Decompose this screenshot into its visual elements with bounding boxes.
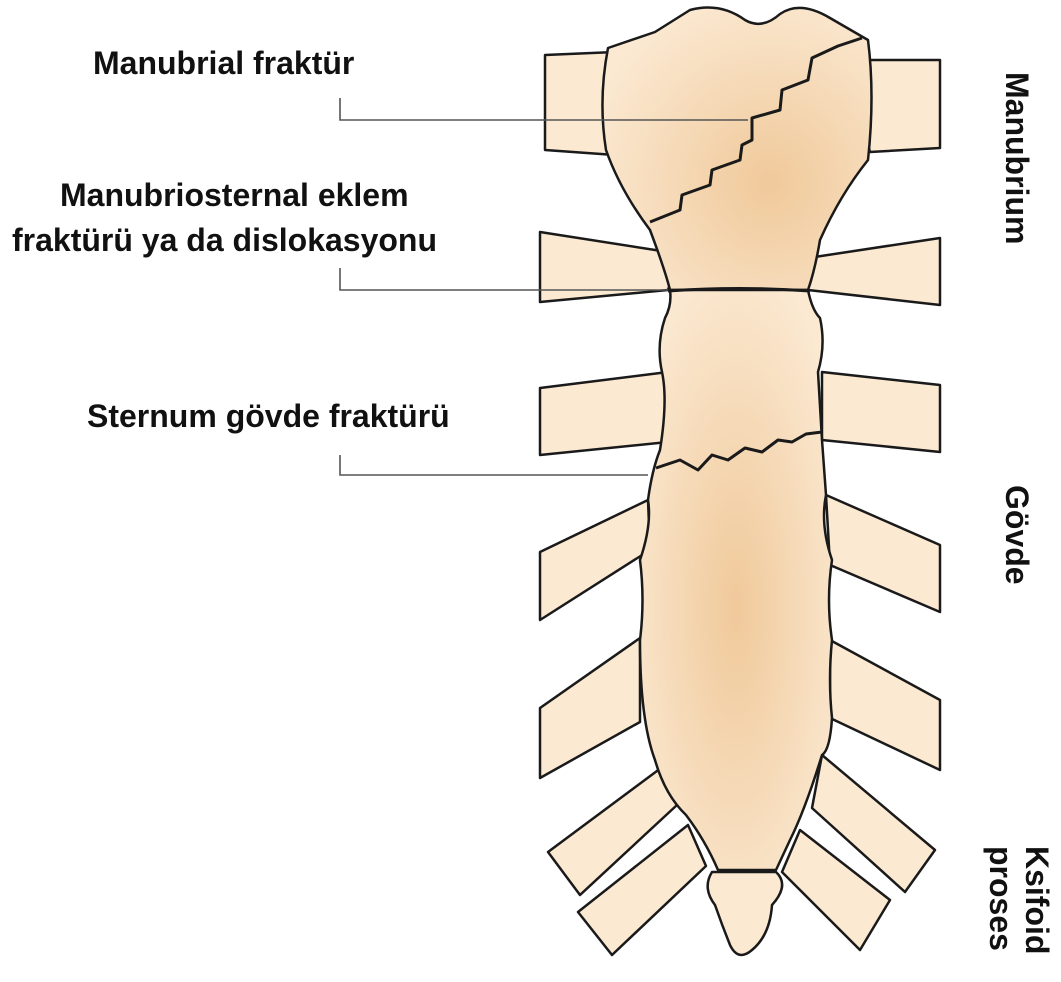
rib-left-3 (540, 372, 668, 455)
label-manubriosternal-line2: fraktürü ya da dislokasyonu (12, 222, 437, 259)
xiphoid-bone (708, 872, 782, 955)
rib-right-2 (804, 238, 940, 305)
sternal-body-bone (640, 290, 832, 870)
label-manubrial-fracture: Manubrial fraktür (93, 45, 354, 82)
rib-right-4 (826, 495, 940, 612)
rib-right-3 (822, 372, 940, 452)
label-xiphoid-line1: Ksifoid (1019, 846, 1055, 954)
label-body-fracture: Sternum gövde fraktürü (87, 398, 450, 435)
rib-left-2 (540, 232, 672, 302)
label-manubrium: Manubrium (999, 72, 1035, 244)
rib-left-4 (540, 500, 650, 620)
label-xiphoid-line2: proses (983, 846, 1019, 951)
label-body: Gövde (999, 485, 1035, 585)
rib-left-5 (540, 638, 640, 778)
rib-right-5 (830, 640, 940, 770)
leader-body (340, 455, 648, 475)
label-manubriosternal-line1: Manubriosternal eklem (60, 177, 409, 214)
